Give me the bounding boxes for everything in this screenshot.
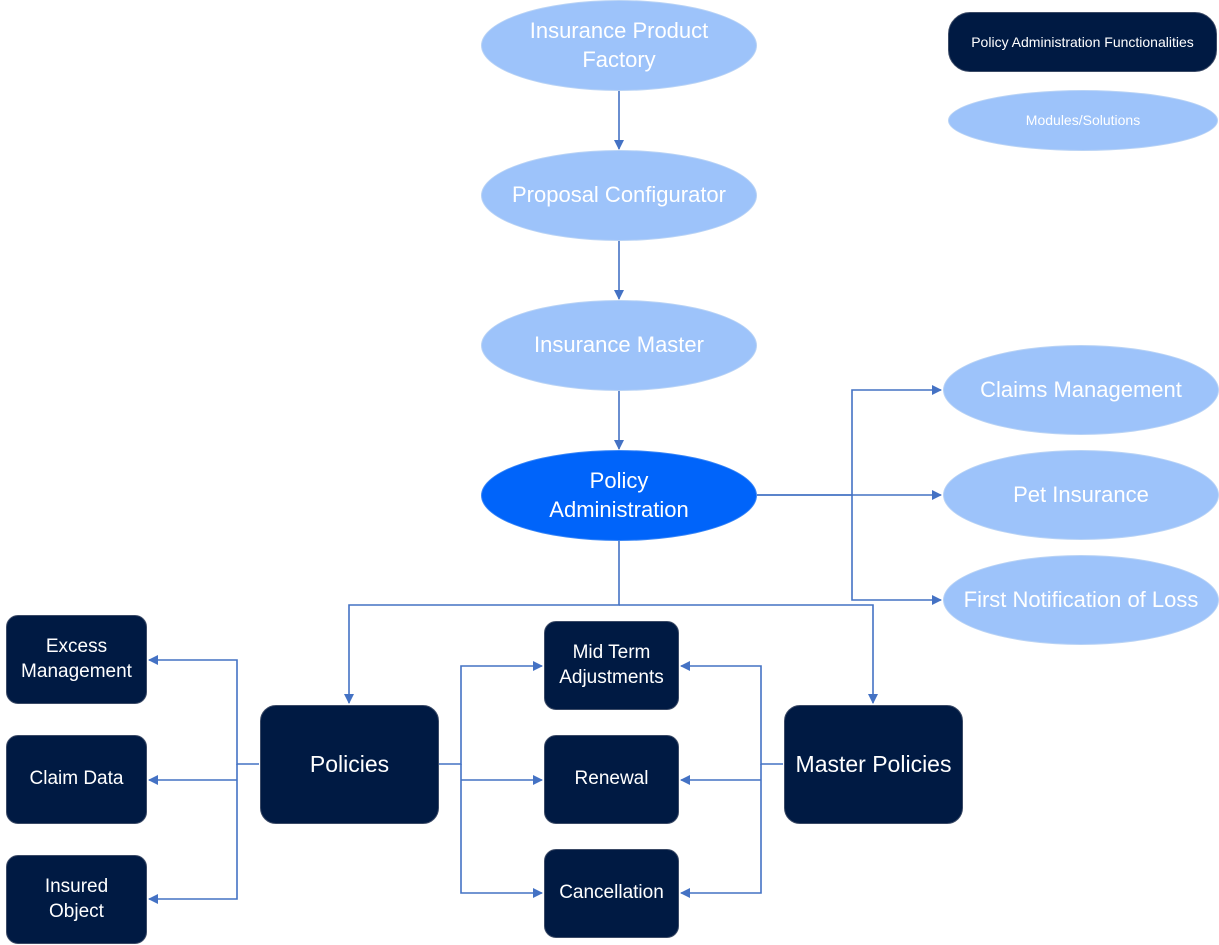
- func-cancellation: Cancellation: [544, 849, 679, 938]
- edge-policies-cancellation: [460, 764, 543, 898]
- module-insurance-master: Insurance Master: [481, 300, 757, 391]
- func-master-policies: Master Policies: [784, 705, 963, 824]
- edge-pa-fnol: [851, 495, 942, 605]
- edge-policies-insured: [148, 764, 238, 904]
- module-policy-administration: Policy Administration: [481, 450, 757, 541]
- module-proposal-configurator: Proposal Configurator: [481, 150, 757, 241]
- edge-pa-claims: [757, 385, 942, 496]
- func-policies: Policies: [260, 705, 439, 824]
- module-claims-management: Claims Management: [943, 345, 1219, 435]
- func-insured-object: Insured Object: [6, 855, 147, 944]
- edge-pa-policies: [344, 541, 620, 704]
- legend-modules: Modules/Solutions: [948, 90, 1218, 151]
- module-pet-insurance: Pet Insurance: [943, 450, 1219, 540]
- module-first-notification-of-loss: First Notification of Loss: [943, 555, 1219, 645]
- func-claim-data: Claim Data: [6, 735, 147, 824]
- func-excess-management: Excess Management: [6, 615, 147, 704]
- func-mid-term-adjustments: Mid Term Adjustments: [544, 621, 679, 710]
- legend-functionalities: Policy Administration Functionalities: [948, 12, 1217, 72]
- edge-policies-midterm: [439, 661, 543, 765]
- module-insurance-product-factory: Insurance Product Factory: [481, 0, 757, 91]
- func-renewal: Renewal: [544, 735, 679, 824]
- edge-policies-excess: [148, 655, 259, 765]
- edge-master-midterm: [680, 661, 783, 765]
- edge-master-cancellation: [680, 764, 762, 898]
- edge-pa-master: [619, 604, 878, 704]
